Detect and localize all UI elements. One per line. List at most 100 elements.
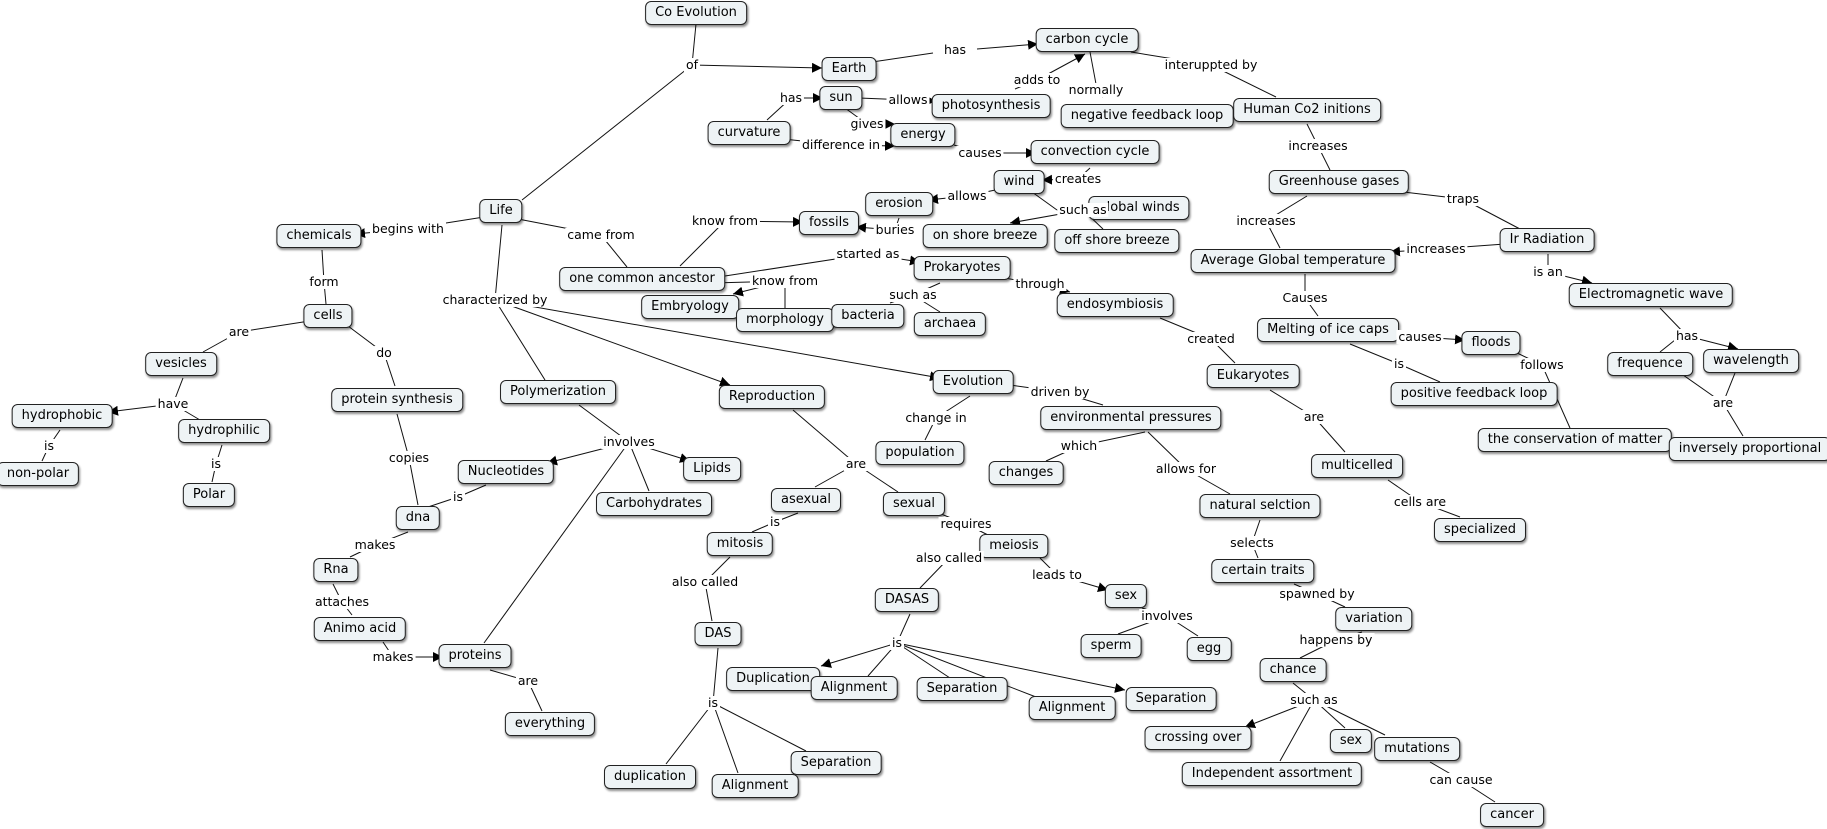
concept-multicelled[interactable]: multicelled (1311, 454, 1403, 478)
concept-carbon-cycle[interactable]: carbon cycle (1035, 28, 1139, 52)
link-selects: selects (1228, 535, 1276, 550)
link-spawned-by: spawned by (1277, 586, 1357, 601)
concept-hydrophilic[interactable]: hydrophilic (178, 419, 270, 443)
concept-dna[interactable]: dna (395, 506, 441, 530)
concept-off-shore-breeze[interactable]: off shore breeze (1054, 229, 1180, 253)
concept-sex-2[interactable]: sex (1329, 729, 1373, 753)
concept-negative-feedback-loop[interactable]: negative feedback loop (1060, 104, 1234, 128)
concept-natural-selction[interactable]: natural selction (1199, 494, 1321, 518)
concept-proteins[interactable]: proteins (438, 644, 512, 668)
concept-reproduction[interactable]: Reproduction (718, 385, 826, 409)
concept-polar[interactable]: Polar (182, 483, 236, 507)
concept-independent-assortment[interactable]: Independent assortment (1181, 762, 1363, 786)
concept-duplication-2[interactable]: duplication (604, 765, 696, 789)
concept-co-evolution[interactable]: Co Evolution (645, 1, 747, 25)
concept-electromagnetic-wave[interactable]: Electromagnetic wave (1568, 283, 1734, 307)
concept-the-conservation-of-matter[interactable]: the conservation of matter (1477, 428, 1673, 452)
concept-changes[interactable]: changes (988, 461, 1064, 485)
concept-protein-synthesis[interactable]: protein synthesis (331, 388, 463, 412)
concept-fossils[interactable]: fossils (798, 211, 860, 235)
concept-sex[interactable]: sex (1104, 584, 1148, 608)
concept-hydrophobic[interactable]: hydrophobic (11, 404, 113, 428)
concept-archaea[interactable]: archaea (913, 312, 987, 336)
concept-animo-acid[interactable]: Animo acid (313, 617, 407, 641)
link-attaches: attaches (312, 594, 372, 609)
concept-specialized[interactable]: specialized (1433, 518, 1527, 542)
concept-cells[interactable]: cells (303, 304, 353, 328)
concept-alignment-3[interactable]: Alignment (711, 774, 799, 798)
concept-alignment[interactable]: Alignment (810, 676, 898, 700)
concept-prokaryotes[interactable]: Prokaryotes (913, 256, 1011, 280)
concept-chance[interactable]: chance (1259, 658, 1327, 682)
concept-wind[interactable]: wind (993, 170, 1045, 194)
concept-earth[interactable]: Earth (821, 57, 877, 81)
link-change-in: change in (903, 410, 969, 425)
concept-evolution[interactable]: Evolution (932, 370, 1014, 394)
concept-floods[interactable]: floods (1461, 331, 1521, 355)
concept-meiosis[interactable]: meiosis (979, 534, 1049, 558)
concept-average-global-temperature[interactable]: Average Global temperature (1190, 249, 1396, 273)
concept-alignment-2[interactable]: Alignment (1028, 696, 1116, 720)
concept-cancer[interactable]: cancer (1480, 803, 1544, 827)
connector-segment (691, 62, 823, 73)
concept-duplication[interactable]: Duplication (726, 667, 820, 691)
concept-population[interactable]: population (875, 441, 965, 465)
link-cells-are: cells are (1391, 494, 1449, 509)
concept-eukaryotes[interactable]: Eukaryotes (1206, 364, 1300, 388)
concept-asexual[interactable]: asexual (770, 488, 842, 512)
concept-mitosis[interactable]: mitosis (706, 532, 774, 556)
concept-inversely-proportional[interactable]: inversely proportional (1668, 437, 1827, 461)
concept-polymerization[interactable]: Polymerization (500, 380, 616, 404)
concept-one-common-ancestor[interactable]: one common ancestor (559, 267, 725, 291)
concept-on-shore-breeze[interactable]: on shore breeze (922, 224, 1048, 248)
concept-bacteria[interactable]: bacteria (831, 304, 905, 328)
concept-separation-3[interactable]: Separation (790, 751, 882, 775)
concept-carbohydrates[interactable]: Carbohydrates (596, 492, 712, 516)
concept-erosion[interactable]: erosion (865, 192, 933, 216)
concept-endosymbiosis[interactable]: endosymbiosis (1056, 293, 1174, 317)
connector-segment (483, 441, 630, 644)
concept-lipids[interactable]: Lipids (683, 457, 741, 481)
concept-life[interactable]: Life (479, 199, 523, 223)
concept-vesicles[interactable]: vesicles (145, 352, 217, 376)
concept-nucleotides[interactable]: Nucleotides (457, 460, 555, 484)
concept-ir-radiation[interactable]: Ir Radiation (1499, 228, 1595, 252)
concept-egg[interactable]: egg (1186, 637, 1232, 661)
concept-everything[interactable]: everything (504, 712, 596, 736)
concept-melting-of-ice-caps[interactable]: Melting of ice caps (1257, 318, 1399, 342)
concept-separation-2[interactable]: Separation (1125, 687, 1217, 711)
concept-non-polar[interactable]: non-polar (0, 462, 80, 486)
concept-certain-traits[interactable]: certain traits (1211, 559, 1315, 583)
concept-rna[interactable]: Rna (313, 558, 359, 582)
concept-dasas[interactable]: DASAS (874, 588, 940, 612)
concept-variation[interactable]: variation (1335, 607, 1413, 631)
concept-chemicals[interactable]: chemicals (276, 224, 362, 248)
concept-sperm[interactable]: sperm (1080, 634, 1142, 658)
link-traps: traps (1444, 191, 1482, 206)
concept-convection-cycle[interactable]: convection cycle (1030, 140, 1160, 164)
concept-wavelength[interactable]: wavelength (1703, 349, 1799, 373)
concept-curvature[interactable]: curvature (707, 121, 791, 145)
concept-positive-feedback-loop[interactable]: positive feedback loop (1390, 382, 1558, 406)
concept-energy[interactable]: energy (890, 123, 956, 147)
concept-embryology[interactable]: Embryology (641, 295, 739, 319)
link-has: has (941, 42, 969, 57)
connector-segment (896, 642, 1037, 698)
concept-greenhouse-gases[interactable]: Greenhouse gases (1268, 170, 1410, 194)
concept-mutations[interactable]: mutations (1374, 737, 1460, 761)
concept-frequence[interactable]: frequence (1607, 352, 1693, 376)
concept-environmental-pressures[interactable]: environmental pressures (1040, 406, 1222, 430)
concept-sexual[interactable]: sexual (882, 492, 946, 516)
link-difference-in: difference in (799, 137, 883, 152)
concept-human-co2-initions[interactable]: Human Co2 initions (1233, 98, 1381, 122)
link-created: created (1185, 331, 1237, 346)
concept-das[interactable]: DAS (694, 622, 742, 646)
concept-crossing-over[interactable]: crossing over (1144, 726, 1252, 750)
link-requires: requires (938, 516, 994, 531)
concept-sun[interactable]: sun (819, 86, 863, 110)
concept-morphology[interactable]: morphology (736, 308, 834, 332)
concept-photosynthesis[interactable]: photosynthesis (931, 94, 1051, 118)
connector-segment (820, 642, 898, 668)
concept-separation[interactable]: Separation (916, 677, 1008, 701)
